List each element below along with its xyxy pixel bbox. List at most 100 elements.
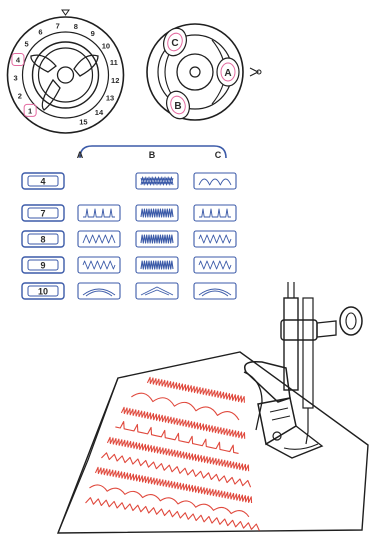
stitch-cell-scallop xyxy=(193,172,237,190)
stitch-cell-blind-hem xyxy=(193,204,237,222)
dial-number: 2 xyxy=(18,91,22,100)
stitch-cell-dense-zigzag xyxy=(135,172,179,190)
stitch-cell-multi-zigzag xyxy=(193,256,237,274)
dial-number: 9 xyxy=(91,29,95,38)
highlight-marker xyxy=(220,62,236,82)
dial-number: 15 xyxy=(79,118,87,127)
stitch-glyph xyxy=(83,208,115,218)
red-stitch-row xyxy=(94,466,253,504)
stitch-glyph xyxy=(140,286,174,296)
dial-number: 1 xyxy=(28,106,32,115)
row-number: 8 xyxy=(40,235,45,245)
row-number: 9 xyxy=(40,261,45,271)
dial-number: 6 xyxy=(38,28,42,37)
stitch-cell-frame xyxy=(77,230,121,248)
stitch-glyph xyxy=(82,288,116,297)
row-number-badge xyxy=(21,256,65,274)
dial-knob-icon xyxy=(30,54,99,111)
red-stitch-row xyxy=(131,392,240,421)
red-stitch-row xyxy=(85,497,260,531)
stitch-pattern-table: A B C 4 7 8 9 10 xyxy=(21,145,237,300)
stitch-cell-multi-zigzag xyxy=(193,230,237,248)
row-number: 7 xyxy=(40,209,45,219)
dial-number: 7 xyxy=(56,22,60,31)
table-row: 8 xyxy=(21,230,237,248)
stitch-cell-multi-zigzag xyxy=(77,256,121,274)
stitch-cell-blind-hem xyxy=(77,204,121,222)
stitch-glyph xyxy=(198,234,232,244)
stitch-cell-frame xyxy=(193,204,237,222)
row-number-badge xyxy=(21,282,65,300)
dial-number: 10 xyxy=(102,42,110,51)
dial-pointer-icon xyxy=(61,9,70,16)
column-header: A xyxy=(77,150,84,160)
column-bracket xyxy=(79,145,227,159)
row-number-inner xyxy=(27,259,59,271)
stitch-cell-zigzag xyxy=(77,230,121,248)
stitch-glyph xyxy=(82,260,116,270)
stitch-cell-satin-zigzag xyxy=(135,256,179,274)
stitch-cell-arc xyxy=(193,282,237,300)
fabric-sheet xyxy=(56,351,369,534)
row-number: 10 xyxy=(38,287,48,297)
stitch-cell-frame xyxy=(135,282,179,300)
stitch-cell-triangle xyxy=(135,282,179,300)
dial-number: 8 xyxy=(74,22,78,31)
stitch-cell-arc xyxy=(77,282,121,300)
dial-number: 12 xyxy=(111,76,119,85)
table-row: 7 xyxy=(21,204,237,222)
stitch-glyph xyxy=(140,260,174,270)
dial-letter: A xyxy=(224,68,231,79)
dial-pointer-icon xyxy=(249,67,260,77)
dial-number: 14 xyxy=(95,108,104,117)
stitch-cell-frame xyxy=(135,172,179,190)
sample-stitch-rows xyxy=(85,376,260,531)
table-row: 10 xyxy=(21,282,237,300)
highlight-marker xyxy=(23,103,37,117)
row-number-inner xyxy=(27,175,59,187)
dial-number: 5 xyxy=(25,40,29,49)
table-row: 4 xyxy=(21,172,237,190)
thumb-screw-icon xyxy=(316,306,363,338)
presser-foot-icon xyxy=(243,360,324,459)
letter-cap xyxy=(216,57,240,87)
stitch-glyph xyxy=(140,234,174,244)
presser-foot-illustration xyxy=(56,282,369,534)
dial-number: 13 xyxy=(106,94,114,103)
stitch-cell-satin-zigzag xyxy=(135,230,179,248)
stitch-glyph xyxy=(199,208,231,218)
highlight-marker xyxy=(170,95,186,115)
stitch-selector-dial: A B C xyxy=(146,23,262,121)
stitch-cell-frame xyxy=(193,172,237,190)
highlight-marker xyxy=(167,32,183,52)
red-stitch-row xyxy=(146,376,245,403)
stitch-glyph xyxy=(140,176,174,186)
row-number-badge xyxy=(21,204,65,222)
dial-number: 3 xyxy=(13,74,17,83)
dial-letter: C xyxy=(171,38,178,49)
row-number-inner xyxy=(27,233,59,245)
table-row: 9 xyxy=(21,256,237,274)
dial-letter: B xyxy=(174,101,181,112)
stitch-cell-satin-zigzag xyxy=(135,204,179,222)
row-number: 4 xyxy=(40,177,45,187)
dial-number: 11 xyxy=(110,58,118,67)
red-stitch-row xyxy=(115,421,239,455)
stitch-glyph xyxy=(198,178,232,186)
red-stitch-row xyxy=(89,484,250,518)
stitch-glyph xyxy=(82,234,116,244)
column-header: B xyxy=(149,150,156,160)
row-number-badge xyxy=(21,172,65,190)
needle-bar-icon xyxy=(280,282,318,445)
red-stitch-row xyxy=(106,436,250,472)
stitch-glyph xyxy=(198,260,232,270)
row-number-inner xyxy=(27,285,59,297)
row-number-badge xyxy=(21,230,65,248)
column-header: C xyxy=(215,150,222,160)
stitch-cell-frame xyxy=(77,204,121,222)
red-stitch-row xyxy=(101,452,252,488)
dial-number: 4 xyxy=(16,56,21,65)
highlight-marker xyxy=(11,53,25,67)
